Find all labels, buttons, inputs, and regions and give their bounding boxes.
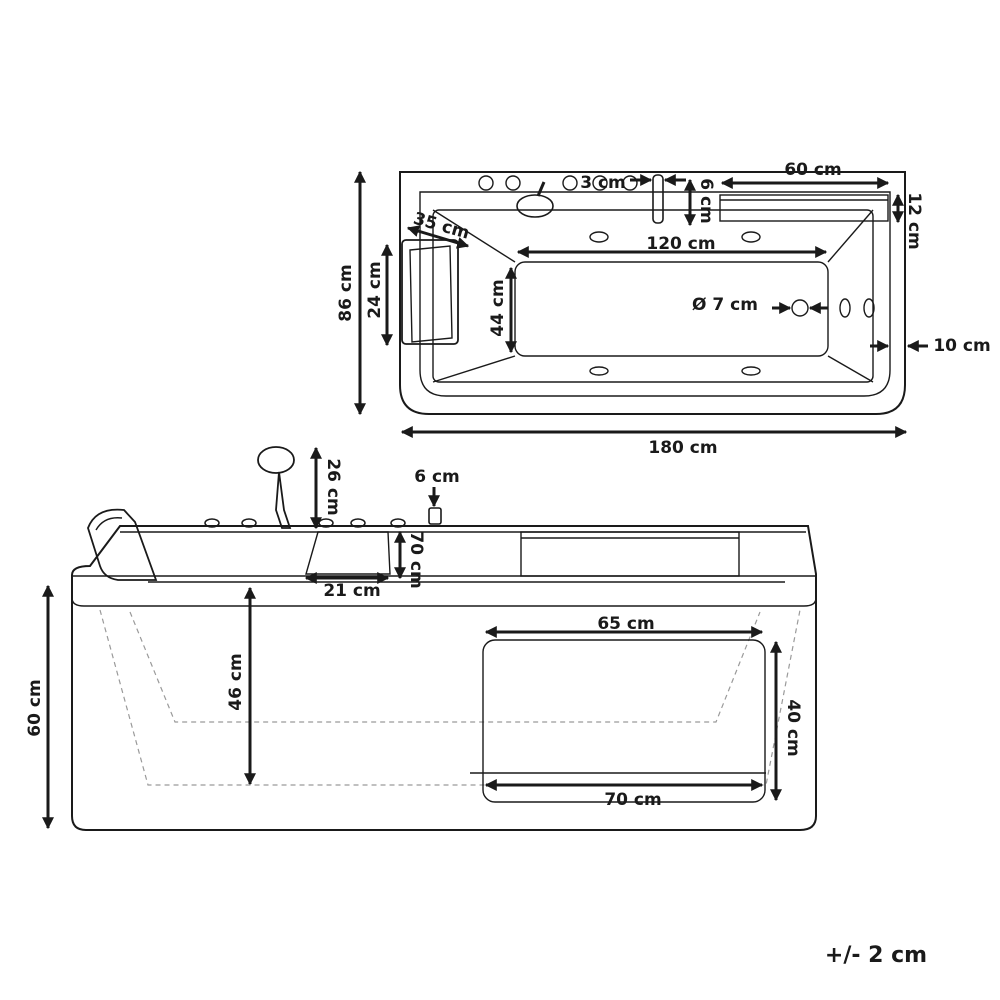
jet-icon	[839, 298, 851, 318]
basin-slope-line	[432, 209, 516, 263]
front-showerhead	[257, 446, 295, 474]
top-tray	[719, 194, 889, 222]
control-knob	[562, 175, 578, 191]
front-control-knob	[390, 518, 406, 528]
hidden-basin-outline	[99, 609, 801, 786]
jet-icon	[589, 231, 609, 243]
front-filler-box	[305, 531, 391, 575]
control-knob	[592, 175, 608, 191]
jet-icon	[863, 298, 875, 318]
top-view: 86 cm 24 cm 35 cm 120 cm 44 cm 60 cm 12 …	[336, 160, 991, 458]
label-controls-width: 21 cm	[323, 581, 380, 601]
tolerance-note: +/- 2 cm	[825, 943, 927, 968]
dim-arrow-headrest-width	[406, 225, 470, 249]
label-inner-depth: 46 cm	[226, 653, 246, 710]
front-tub-body	[71, 525, 817, 831]
top-showerhead	[516, 194, 554, 218]
label-panel-height: 40 cm	[783, 699, 803, 756]
front-tray	[520, 531, 740, 577]
front-spout	[428, 507, 442, 525]
headrest-seam	[95, 517, 123, 531]
jet-icon	[589, 366, 609, 376]
front-view: 60 cm 46 cm 26 cm 6 cm 70 cm 21 cm 65 cm…	[25, 446, 817, 831]
label-rim-width: 10 cm	[933, 336, 990, 356]
top-inner-rim	[419, 191, 891, 397]
front-control-knob	[241, 518, 257, 528]
label-width-total: 180 cm	[648, 438, 717, 458]
drain-icon	[791, 299, 809, 317]
label-tray-length: 60 cm	[784, 160, 841, 180]
basin-slope-line	[432, 355, 516, 383]
jet-icon	[741, 231, 761, 243]
label-headrest-height: 24 cm	[365, 261, 385, 318]
front-tub-rim	[71, 597, 817, 607]
label-panel-base-width: 70 cm	[604, 790, 661, 810]
shower-handle	[536, 181, 546, 197]
label-faucet-gap: 3 cm	[580, 173, 626, 193]
label-spout-width: 6 cm	[414, 467, 460, 487]
headrest-cushion	[409, 245, 453, 343]
label-basin-width: 44 cm	[488, 279, 508, 336]
control-knob	[505, 175, 521, 191]
basin-slope-line	[827, 209, 874, 263]
control-knob	[478, 175, 494, 191]
front-control-knob	[350, 518, 366, 528]
jet-icon	[741, 366, 761, 376]
label-drain-diameter: Ø 7 cm	[692, 295, 758, 315]
label-overflow-height: 70 cm	[406, 531, 426, 588]
control-knob	[622, 175, 638, 191]
top-faucet	[652, 174, 664, 224]
top-outer-outline	[399, 171, 906, 415]
basin-slope-line	[827, 355, 874, 383]
label-panel-width: 65 cm	[597, 614, 654, 634]
front-access-panel	[482, 639, 766, 803]
label-basin-length: 120 cm	[646, 234, 715, 254]
front-shower-handle	[275, 471, 292, 529]
hidden-basin-floor	[129, 611, 761, 723]
label-faucet-depth: 6 cm	[696, 178, 716, 224]
front-control-knob	[204, 518, 220, 528]
front-headrest	[87, 508, 158, 581]
label-height-total: 60 cm	[25, 679, 45, 736]
label-depth-total: 86 cm	[336, 264, 356, 321]
label-showerhead-height: 26 cm	[323, 458, 343, 515]
label-tray-depth: 12 cm	[904, 192, 924, 249]
